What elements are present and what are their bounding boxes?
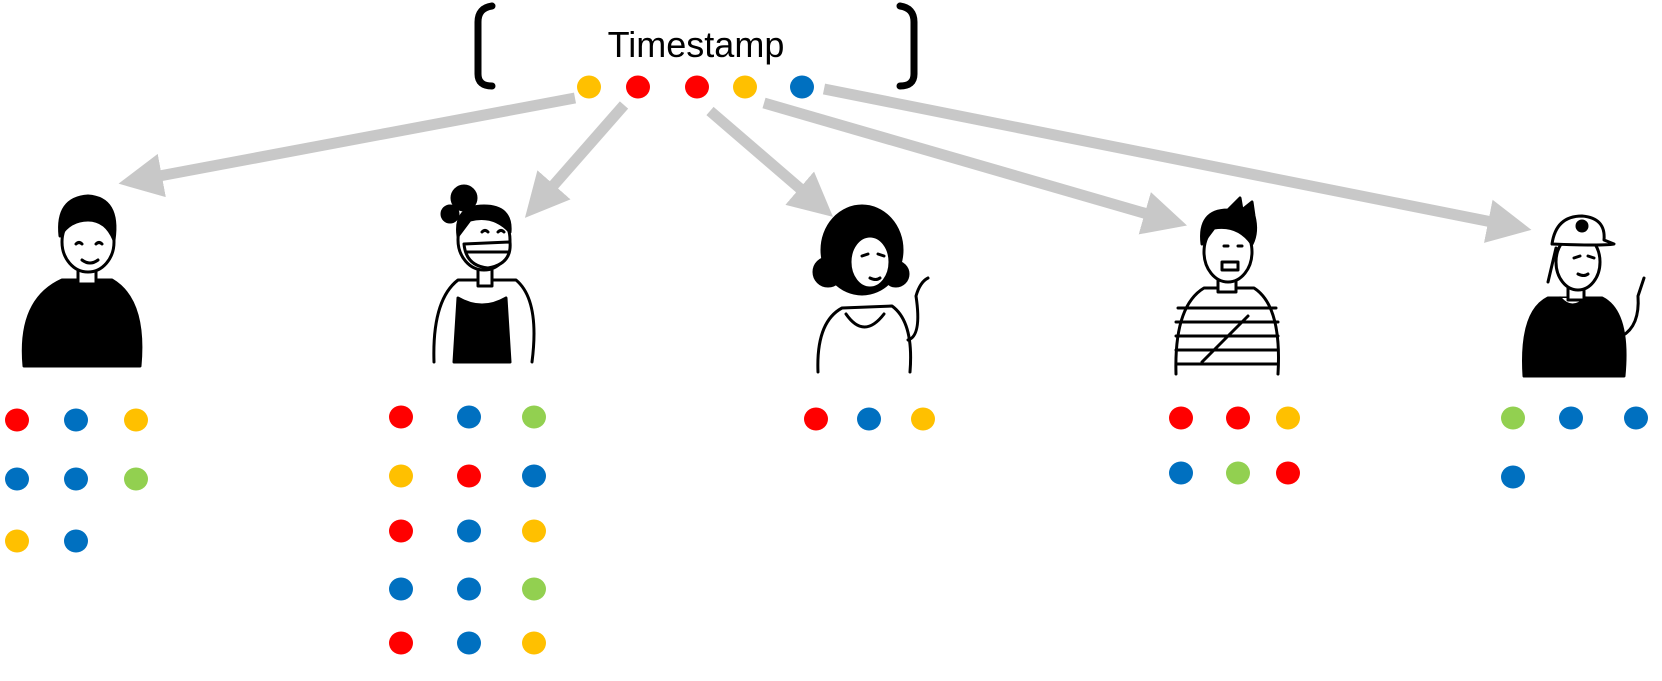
person-face-mask-icon xyxy=(432,184,536,364)
dot-red xyxy=(389,519,413,543)
dot-yellow xyxy=(1276,406,1300,430)
dot-yellow xyxy=(911,407,935,431)
dot-blue xyxy=(1559,406,1583,430)
arrow-to-person-2 xyxy=(524,101,629,218)
dot-red xyxy=(5,408,29,432)
dot-blue xyxy=(457,405,481,429)
dot-red xyxy=(1276,461,1300,485)
dot-blue xyxy=(64,408,88,432)
person-3-dots xyxy=(804,407,935,431)
dot-blue xyxy=(457,631,481,655)
dot-green xyxy=(124,467,148,491)
person-4-dots xyxy=(1169,406,1300,485)
right-bracket xyxy=(896,2,918,90)
timestamp-dot-blue xyxy=(790,75,814,99)
arrow-to-person-4 xyxy=(762,97,1188,235)
timestamp-label: Timestamp xyxy=(608,24,785,65)
dot-blue xyxy=(1169,461,1193,485)
arrow-to-person-3 xyxy=(706,106,834,217)
dot-blue xyxy=(64,529,88,553)
dot-yellow xyxy=(389,464,413,488)
dot-red xyxy=(804,407,828,431)
dot-yellow xyxy=(5,529,29,553)
dot-blue xyxy=(522,464,546,488)
dot-yellow xyxy=(522,519,546,543)
timestamp-dot-red xyxy=(685,75,709,99)
person-curly-hair-icon xyxy=(812,204,930,374)
timestamp-dot-yellow xyxy=(733,75,757,99)
person-dark-sweater-icon xyxy=(21,194,143,368)
timestamp-dot-yellow xyxy=(577,75,601,99)
dot-green xyxy=(522,577,546,601)
dot-blue xyxy=(1501,465,1525,489)
dot-green xyxy=(522,405,546,429)
dot-blue xyxy=(1624,406,1648,430)
arrow-to-person-5 xyxy=(822,83,1532,243)
person-5-dots xyxy=(1501,406,1648,489)
dot-blue xyxy=(457,577,481,601)
person-2-dots xyxy=(389,405,546,655)
person-dot-groups xyxy=(5,405,1648,655)
dot-red xyxy=(389,631,413,655)
dot-blue xyxy=(64,467,88,491)
dot-blue xyxy=(457,519,481,543)
person-1-dots xyxy=(5,408,148,553)
timestamp-group: Timestamp xyxy=(474,2,918,99)
person-striped-shirt-icon xyxy=(1174,196,1280,376)
dot-blue xyxy=(857,407,881,431)
dot-yellow xyxy=(124,408,148,432)
dot-red xyxy=(1169,406,1193,430)
left-bracket xyxy=(474,2,496,90)
dot-blue xyxy=(389,577,413,601)
person-cap-icon xyxy=(1522,214,1646,378)
arrow-to-person-1 xyxy=(118,92,577,198)
arrows xyxy=(118,83,1532,243)
dot-green xyxy=(1226,461,1250,485)
dot-red xyxy=(1226,406,1250,430)
dot-blue xyxy=(5,467,29,491)
dot-red xyxy=(457,464,481,488)
dot-green xyxy=(1501,406,1525,430)
dot-yellow xyxy=(522,631,546,655)
dot-red xyxy=(389,405,413,429)
timestamp-dots xyxy=(577,75,814,99)
timestamp-dot-red xyxy=(626,75,650,99)
